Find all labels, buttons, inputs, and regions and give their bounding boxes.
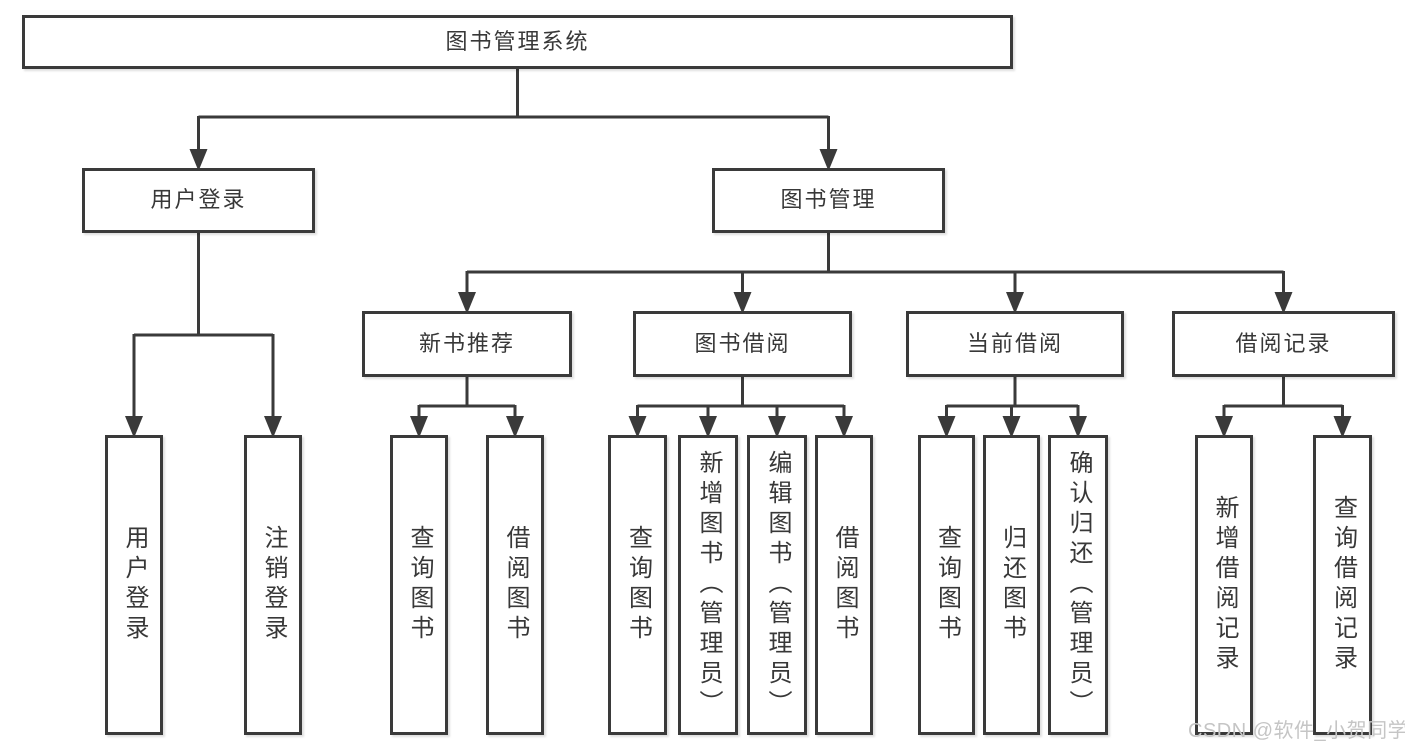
node-label: 用户登录 [121,525,148,645]
node-label: 图书管理系统 [445,28,590,54]
node-label: 借阅图书 [831,525,858,645]
node-label: 新增借阅记录 [1211,495,1238,675]
node-label: 图书管理 [780,187,877,213]
node-borrow-records: 借阅记录 [1172,311,1395,377]
node-label: 查询图书 [933,525,961,645]
node-label: 图书借阅 [694,330,791,356]
node-label: 新书推荐 [418,330,515,356]
node-cb-query: 查询图书 [918,435,975,735]
node-bb-edit: 编辑图书（管理员） [747,435,807,735]
node-leaf-user-login: 用户登录 [105,435,163,735]
node-label: 确认归还（管理员） [1065,450,1092,720]
node-cb-confirm: 确认归还（管理员） [1048,435,1108,735]
node-book-borrow: 图书借阅 [633,311,852,377]
node-br-query: 查询借阅记录 [1313,435,1372,735]
node-bb-borrow: 借阅图书 [815,435,873,735]
node-user-login: 用户登录 [82,168,315,233]
node-label: 新增图书（管理员） [695,450,722,720]
node-nb-query: 查询图书 [390,435,448,735]
node-label: 查询借阅记录 [1329,495,1357,675]
watermark: CSDN @软件_小贺同学 [1188,720,1405,742]
node-root: 图书管理系统 [22,15,1013,69]
node-cb-return: 归还图书 [983,435,1040,735]
node-label: 借阅记录 [1235,330,1332,356]
node-label: 注销登录 [260,525,287,645]
node-book-mgmt: 图书管理 [712,168,945,233]
node-label: 查询图书 [624,525,652,645]
node-label: 编辑图书（管理员） [764,450,791,720]
node-label: 用户登录 [150,187,247,213]
node-label: 当前借阅 [966,330,1063,356]
node-new-book-rec: 新书推荐 [362,311,572,377]
node-nb-borrow: 借阅图书 [486,435,544,735]
node-br-add: 新增借阅记录 [1195,435,1253,735]
node-leaf-logout: 注销登录 [244,435,302,735]
node-current-borrow: 当前借阅 [906,311,1124,377]
node-label: 查询图书 [406,525,433,645]
node-bb-add: 新增图书（管理员） [678,435,738,735]
node-label: 归还图书 [998,525,1026,645]
node-bb-query: 查询图书 [608,435,667,735]
node-label: 借阅图书 [502,525,529,645]
